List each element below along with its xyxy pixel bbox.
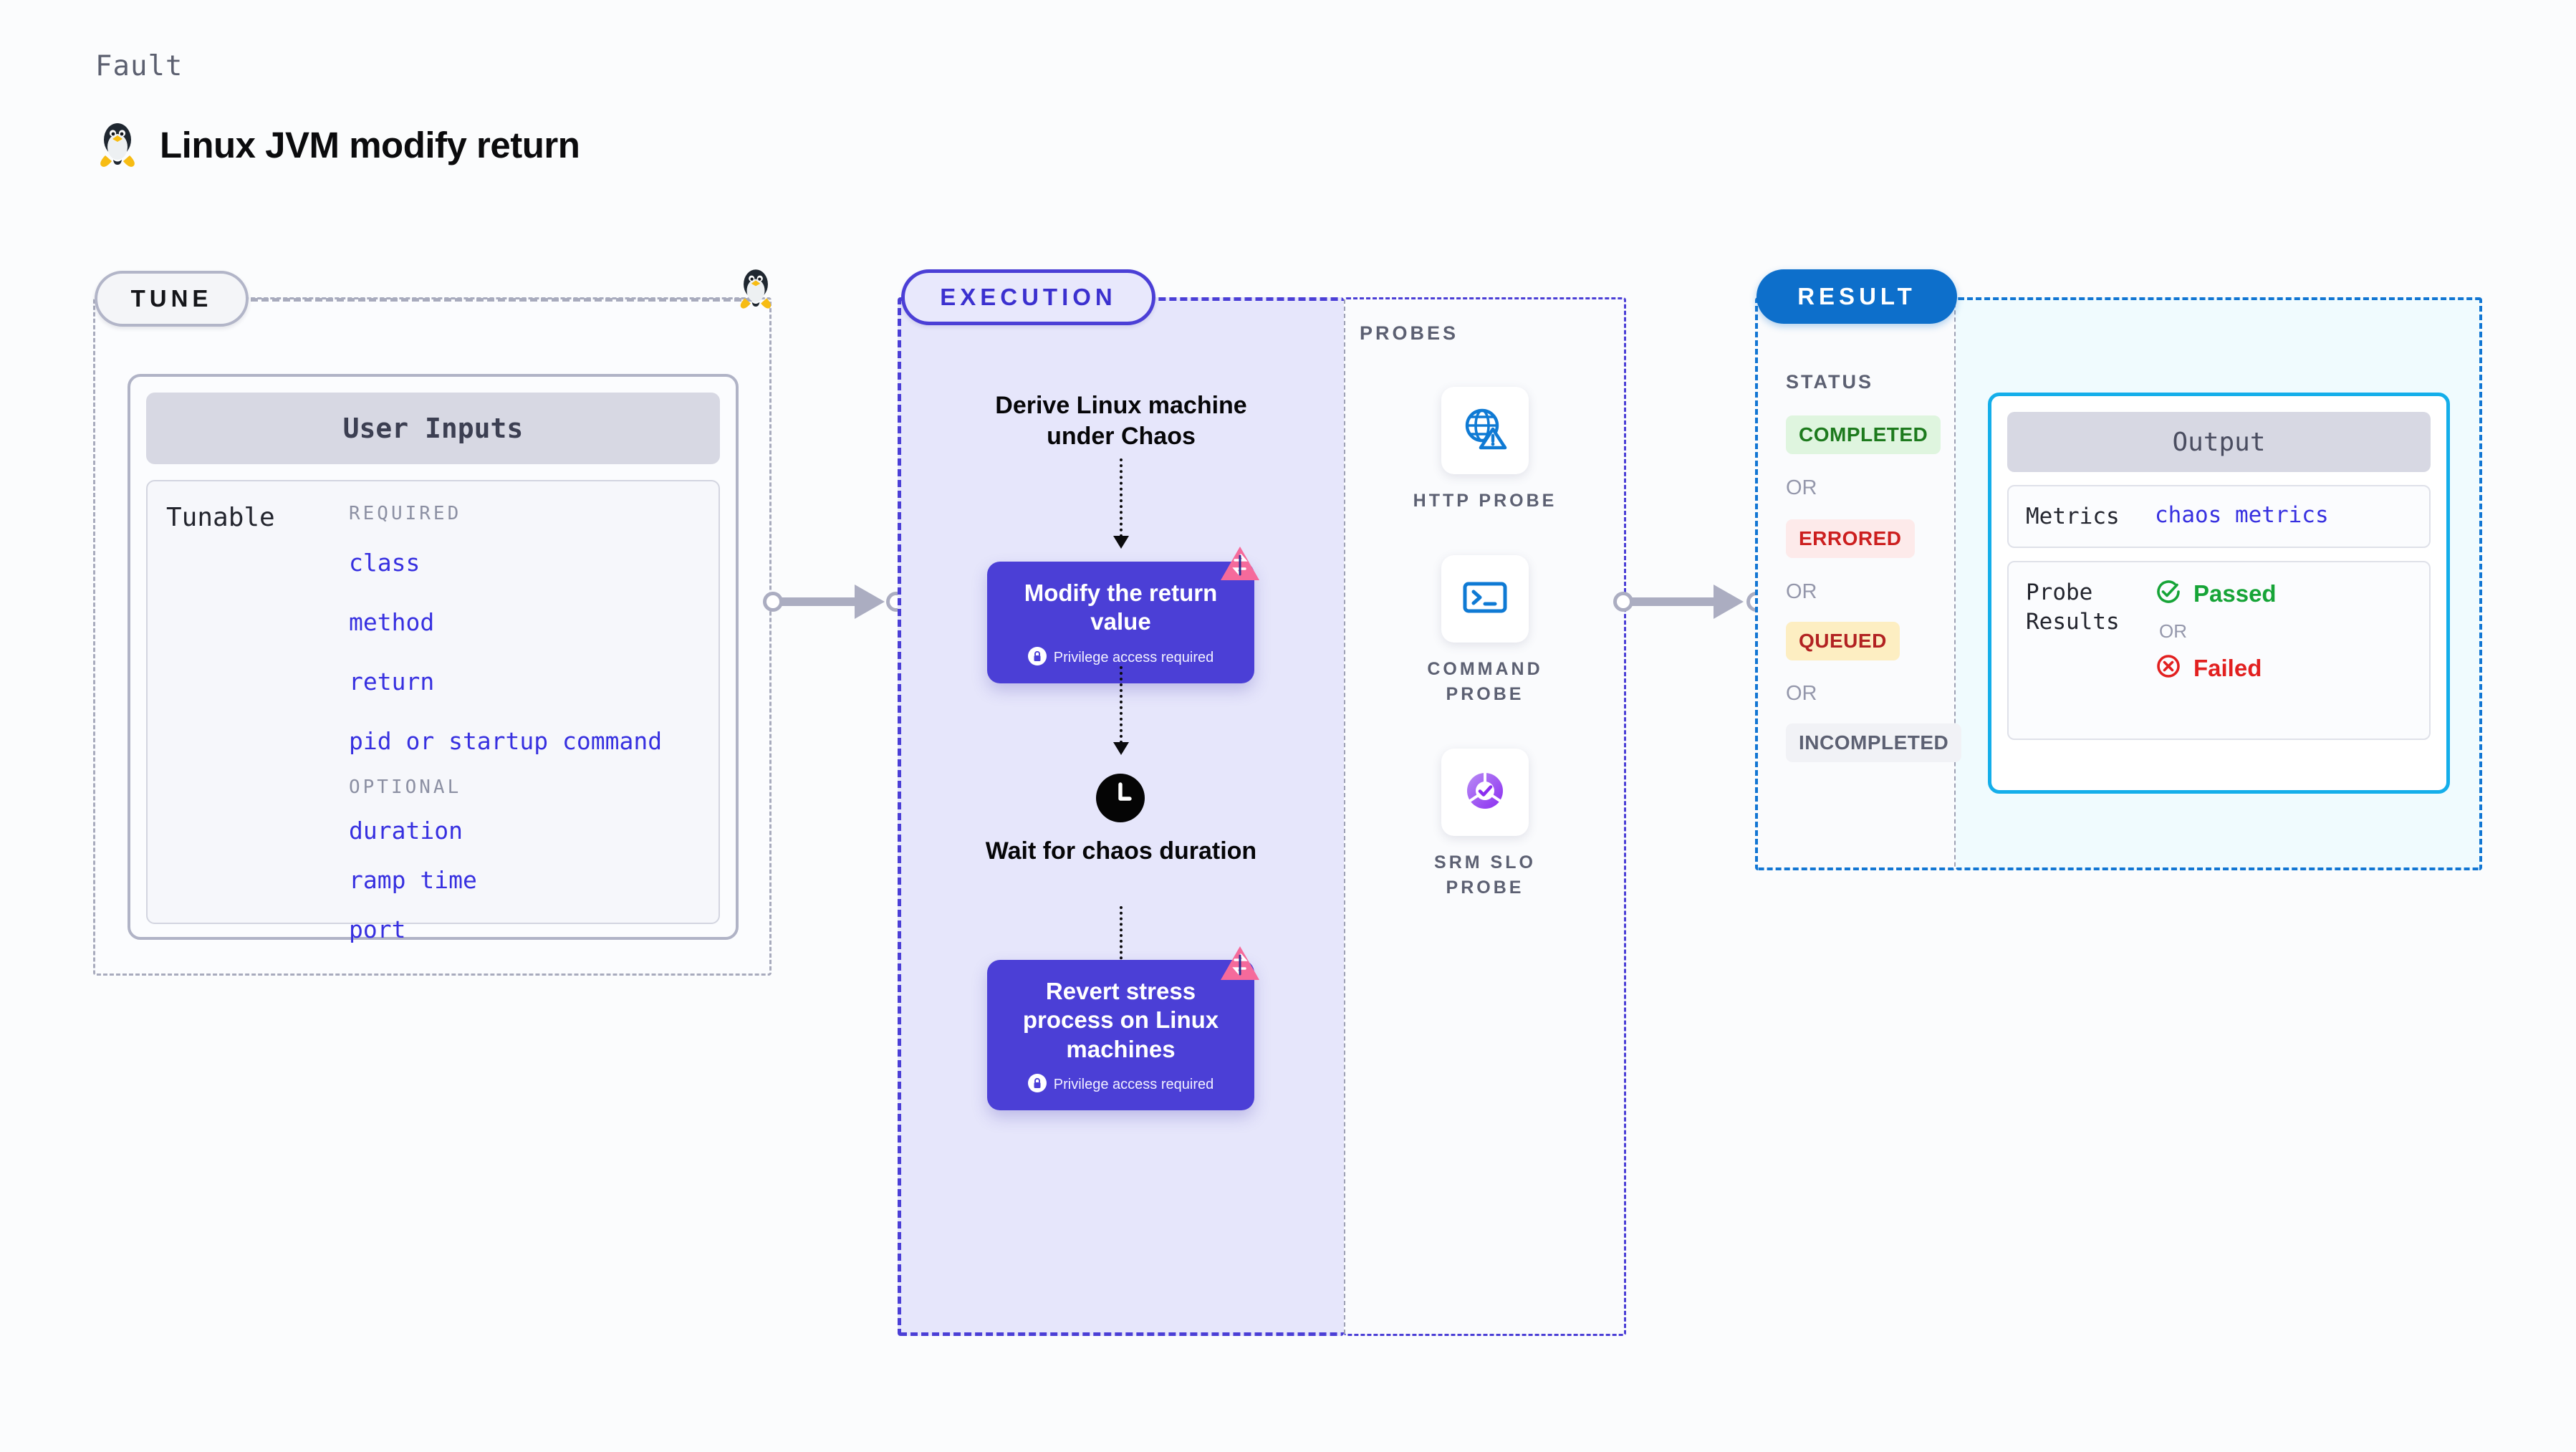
probe-label: HTTP PROBE (1413, 491, 1557, 511)
optional-section-label: OPTIONAL (349, 777, 462, 798)
status-badge-incompleted: INCOMPLETED (1786, 723, 1962, 762)
probe-results-key: Probe Results (2026, 580, 2120, 635)
probe-label: COMMAND PROBE (1427, 659, 1543, 704)
status-badge-completed: COMPLETED (1786, 415, 1941, 454)
tunable-box: Tunable REQUIRED class method return pid… (146, 480, 720, 943)
execution-card-modify-return[interactable]: Modify the return value Privilege access… (987, 562, 1254, 683)
probe-command[interactable]: COMMAND PROBE (1392, 555, 1578, 707)
output-title: Output (2007, 412, 2431, 472)
lock-icon (1027, 646, 1047, 669)
probe-tile[interactable] (1441, 555, 1529, 643)
probe-label: SRM SLO PROBE (1434, 852, 1536, 898)
check-circle-icon (2155, 578, 2182, 609)
execution-card-title: Modify the return value (1024, 580, 1218, 635)
chaos-badge-icon (1218, 544, 1262, 590)
status-badge-queued: QUEUED (1786, 622, 1900, 660)
tunable-item-port[interactable]: port (349, 915, 406, 943)
execution-probes-divider (1344, 299, 1345, 1334)
probe-srm-slo[interactable]: SRM SLO PROBE (1392, 749, 1578, 900)
result-pill[interactable]: RESULT (1756, 269, 1957, 324)
tunable-item-ramp-time[interactable]: ramp time (349, 866, 477, 894)
execution-card-revert-stress[interactable]: Revert stress process on Linux machines … (987, 960, 1254, 1110)
probe-result-or: OR (2159, 620, 2187, 643)
terminal-icon (1459, 572, 1511, 627)
arrow-modify-to-wait (1120, 666, 1123, 744)
status-badge-errored: ERRORED (1786, 519, 1915, 558)
arrow-wait-to-revert (1120, 906, 1123, 971)
probe-http[interactable]: HTTP PROBE (1392, 387, 1578, 514)
probes-section-label: PROBES (1360, 322, 1459, 344)
privilege-row: Privilege access required (1000, 646, 1241, 669)
output-card: Output Metrics chaos metrics Probe Resul… (1988, 393, 2450, 794)
required-section-label: REQUIRED (349, 503, 462, 524)
privilege-note: Privilege access required (1053, 1076, 1214, 1092)
user-inputs-card: User Inputs Tunable REQUIRED class metho… (128, 374, 739, 943)
fault-eyebrow-label: Fault (95, 50, 183, 82)
metrics-value[interactable]: chaos metrics (2155, 502, 2329, 528)
tunable-item-class[interactable]: class (349, 549, 420, 577)
fault-title-row: Linux JVM modify return (95, 118, 580, 171)
connector-tune-to-execution (763, 585, 906, 619)
tunable-list: REQUIRED class method return pid or star… (349, 503, 700, 943)
x-circle-icon (2155, 653, 2182, 683)
status-label: STATUS (1786, 371, 1873, 393)
arrow-derive-to-modify (1120, 458, 1123, 537)
page-title: Linux JVM modify return (160, 124, 580, 165)
output-row-probe-results: Probe Results Passed OR (2007, 561, 2431, 741)
arrow-head-derive (1113, 536, 1129, 549)
connector-probes-to-result (1613, 585, 1771, 619)
linux-penguin-icon (95, 118, 140, 171)
tunable-label: Tunable (166, 503, 275, 532)
output-row-metrics: Metrics chaos metrics (2007, 485, 2431, 549)
slo-donut-check-icon (1459, 765, 1511, 820)
execution-step-derive-title: Derive Linux machine under Chaos (995, 392, 1247, 450)
probe-tile[interactable] (1441, 749, 1529, 836)
metrics-key: Metrics (2026, 504, 2120, 529)
status-or-1: OR (1786, 476, 1817, 499)
execution-pill[interactable]: EXECUTION (901, 269, 1155, 325)
result-status-panel (1755, 297, 1956, 870)
tunable-item-pid-or-startup-command[interactable]: pid or startup command (349, 727, 663, 755)
clock-icon (1096, 774, 1145, 826)
tune-pill[interactable]: TUNE (95, 271, 249, 327)
execution-card-title: Revert stress process on Linux machines (1022, 978, 1219, 1062)
execution-step-wait-title: Wait for chaos duration (985, 837, 1257, 865)
tunable-item-return[interactable]: return (349, 668, 435, 696)
privilege-row: Privilege access required (1000, 1073, 1241, 1096)
status-or-3: OR (1786, 682, 1817, 705)
passed-label: Passed (2193, 580, 2277, 607)
probe-tile[interactable] (1441, 387, 1529, 474)
probe-result-failed: Failed (2155, 653, 2277, 683)
tunable-item-method[interactable]: method (349, 608, 435, 636)
chaos-badge-icon (1218, 944, 1262, 989)
failed-label: Failed (2193, 654, 2262, 681)
tunable-item-duration[interactable]: duration (349, 817, 463, 845)
status-or-2: OR (1786, 580, 1817, 603)
linux-penguin-marker-icon (736, 265, 776, 316)
probe-result-passed: Passed (2155, 578, 2277, 609)
privilege-note: Privilege access required (1053, 649, 1214, 665)
lock-icon (1027, 1073, 1047, 1096)
user-inputs-title: User Inputs (146, 393, 720, 464)
tune-top-dashed-line (251, 298, 752, 302)
arrow-head-wait (1113, 742, 1129, 755)
globe-warning-icon (1459, 403, 1511, 458)
probe-results-values: Passed OR Failed (2155, 578, 2277, 723)
